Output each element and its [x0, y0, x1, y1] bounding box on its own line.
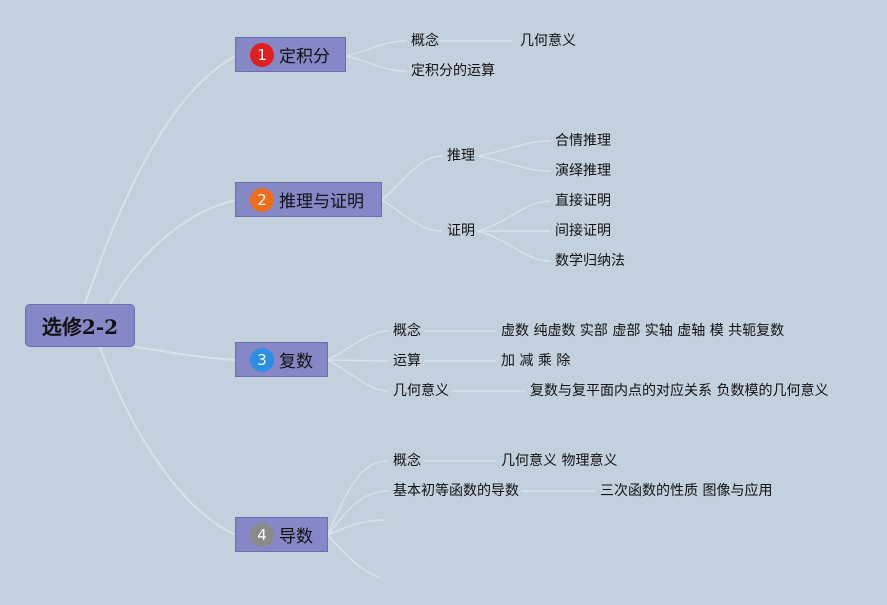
number-badge-2: 2: [250, 187, 274, 212]
leaf-b3-jihe-desc[interactable]: 复数与复平面内点的对应关系 负数模的几何意义: [530, 383, 829, 399]
leaf-b4-cubic[interactable]: 三次函数的性质 图像与应用: [600, 483, 773, 499]
connector-zm-3: [477, 230, 551, 262]
branch-label-3: 复数: [279, 352, 313, 372]
connector-b1-yunsuan: [345, 55, 407, 72]
number-badge-3: 3: [250, 347, 274, 372]
number-badge-4: 4: [250, 522, 274, 547]
connector-root-branch-4: [99, 346, 237, 536]
connector-b4-daoshu: [327, 490, 389, 536]
connector-b4-gainian: [327, 460, 389, 536]
subtopic-b4-gainian[interactable]: 概念: [393, 453, 421, 469]
branch-label-1: 定积分: [279, 47, 330, 67]
leaf-b2-heqing[interactable]: 合情推理: [555, 133, 611, 149]
branch-node-3[interactable]: 3 复数: [235, 342, 328, 377]
connector-b3-jihe: [327, 359, 389, 392]
connector-b4-extra-1: [327, 519, 386, 536]
connector-root-branch-3: [134, 346, 237, 361]
subtopic-b2-tuili[interactable]: 推理: [447, 148, 475, 164]
connector-tuili-2: [477, 155, 551, 172]
subtopic-b2-zhengming[interactable]: 证明: [447, 223, 475, 239]
subtopic-b1-yunsuan[interactable]: 定积分的运算: [411, 63, 495, 79]
subtopic-b3-yunsuan[interactable]: 运算: [393, 353, 421, 369]
connector-b1-gainian: [345, 40, 407, 57]
leaf-b4-gainian-desc[interactable]: 几何意义 物理意义: [501, 453, 618, 469]
connector-b2-zhengming: [381, 199, 443, 232]
root-node[interactable]: 选修2-2: [25, 304, 135, 347]
connector-zm-1: [477, 200, 551, 232]
branch-node-4[interactable]: 4 导数: [235, 517, 328, 552]
leaf-b3-operations[interactable]: 加 减 乘 除: [501, 353, 571, 369]
connector-root-branch-2: [109, 199, 237, 305]
leaf-b3-gainian-terms[interactable]: 虚数 纯虚数 实部 虚部 实轴 虚轴 模 共轭复数: [501, 323, 785, 339]
leaf-b2-jianjie[interactable]: 间接证明: [555, 223, 611, 239]
branch-label-2: 推理与证明: [279, 192, 364, 212]
branch-node-1[interactable]: 1 定积分: [235, 37, 346, 72]
connector-b3-gainian: [327, 330, 389, 361]
leaf-b2-yanyi[interactable]: 演绎推理: [555, 163, 611, 179]
subtopic-b4-daoshu[interactable]: 基本初等函数的导数: [393, 483, 519, 499]
connector-tuili-1: [477, 140, 551, 157]
connector-b3-yunsuan: [327, 359, 389, 362]
branch-label-4: 导数: [279, 527, 313, 547]
subtopic-b3-gainian[interactable]: 概念: [393, 323, 421, 339]
leaf-b2-guina[interactable]: 数学归纳法: [555, 253, 625, 269]
number-badge-1: 1: [250, 42, 274, 67]
leaf-b2-zhijie[interactable]: 直接证明: [555, 193, 611, 209]
connector-b4-extra-2: [327, 534, 381, 579]
subtopic-b3-jihe[interactable]: 几何意义: [393, 383, 449, 399]
connector-b2-tuili: [381, 155, 443, 201]
connector-root-branch-1: [84, 55, 237, 305]
leaf-b1-jiheyiyi[interactable]: 几何意义: [520, 33, 576, 49]
subtopic-b1-gainian[interactable]: 概念: [411, 33, 439, 49]
branch-node-2[interactable]: 2 推理与证明: [235, 182, 382, 217]
